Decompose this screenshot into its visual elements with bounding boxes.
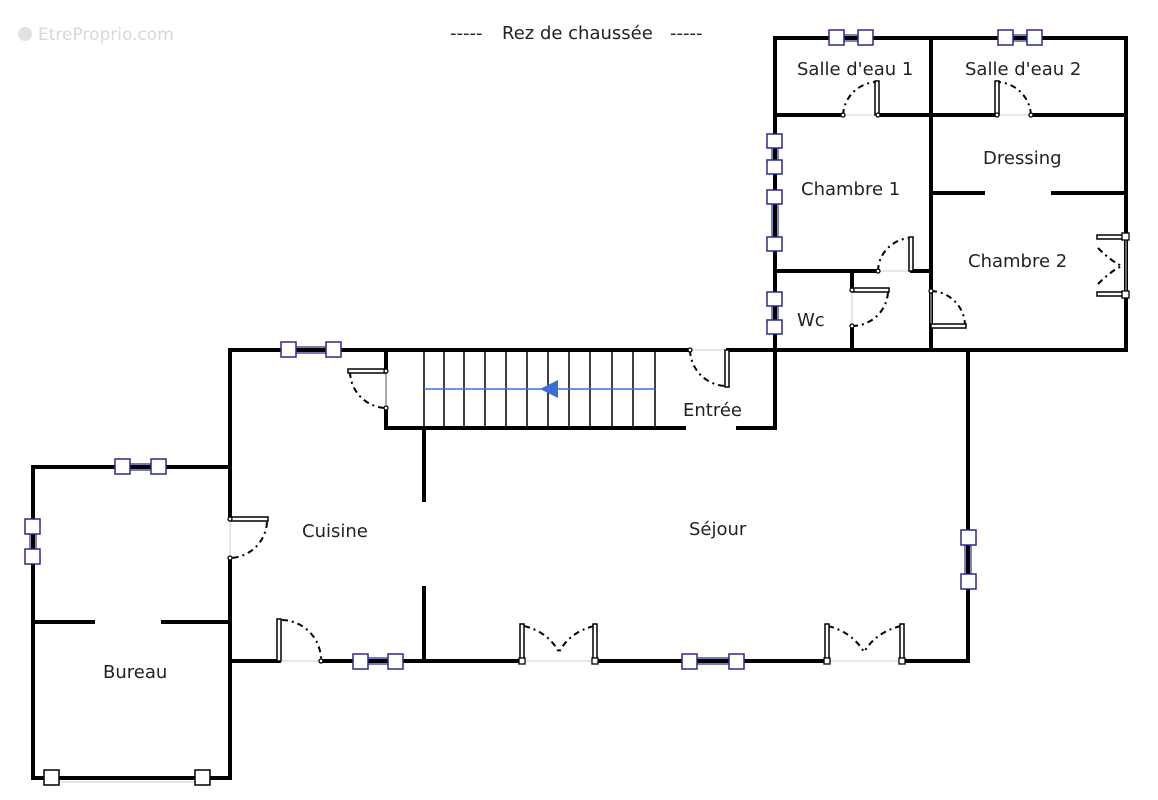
window-wc <box>766 291 783 335</box>
room-label-entree: Entrée <box>683 400 742 421</box>
door-salle-eau-2 <box>994 80 1034 118</box>
door-sejour-french-1 <box>518 623 599 665</box>
door-sejour-french-2 <box>823 623 906 665</box>
walls <box>31 36 1128 780</box>
room-label-salle-eau-1: Salle d'eau 1 <box>797 59 913 80</box>
stair-arrow-icon <box>540 380 558 398</box>
window-chambre-1-b <box>766 189 783 252</box>
window-chambre-1-a <box>766 133 783 175</box>
door-cuisine-exterior <box>276 618 324 664</box>
window-sejour-bottom <box>681 653 745 670</box>
floor-title-text: Rez de chaussée <box>502 23 653 44</box>
door-entree <box>687 347 730 388</box>
room-label-chambre-1: Chambre 1 <box>801 179 900 200</box>
door-chambre-2 <box>928 288 967 329</box>
svg-text:-----: ----- <box>450 23 482 44</box>
room-label-chambre-2: Chambre 2 <box>968 251 1067 272</box>
door-salle-eau-1 <box>840 80 881 118</box>
door-wc <box>849 287 890 329</box>
watermark-logo-icon <box>18 27 32 41</box>
stair-treads <box>423 352 656 428</box>
room-label-bureau: Bureau <box>103 662 167 683</box>
svg-text:-----: ----- <box>670 23 702 44</box>
watermark: EtreProprio.com <box>18 25 174 45</box>
window-salle-eau-1 <box>828 29 874 46</box>
room-label-sejour: Séjour <box>689 519 747 540</box>
room-label-salle-eau-2: Salle d'eau 2 <box>965 59 1081 80</box>
room-label-cuisine: Cuisine <box>302 521 368 542</box>
svg-text:EtreProprio.com: EtreProprio.com <box>38 25 174 45</box>
room-label-dressing: Dressing <box>983 148 1062 169</box>
door-chambre-2-french <box>1096 232 1130 299</box>
window-bureau-top <box>114 458 167 475</box>
windows <box>24 29 1043 670</box>
door-cuisine-bureau <box>227 516 269 561</box>
room-label-wc: Wc <box>797 310 825 331</box>
door-stair-closet <box>347 368 389 411</box>
window-salle-eau-2 <box>997 29 1043 46</box>
room-labels: Salle d'eau 1 Salle d'eau 2 Dressing Cha… <box>103 59 1081 683</box>
staircase <box>385 352 656 428</box>
window-bureau-left <box>24 518 41 565</box>
window-cuisine-top <box>280 341 342 358</box>
window-cuisine-bottom <box>352 653 404 670</box>
bureau-bay-window <box>43 769 211 786</box>
floor-title: ----- Rez de chaussée ----- <box>450 23 702 44</box>
door-chambre-1 <box>875 236 914 274</box>
window-sejour-right <box>960 529 977 590</box>
doors <box>227 80 1130 665</box>
